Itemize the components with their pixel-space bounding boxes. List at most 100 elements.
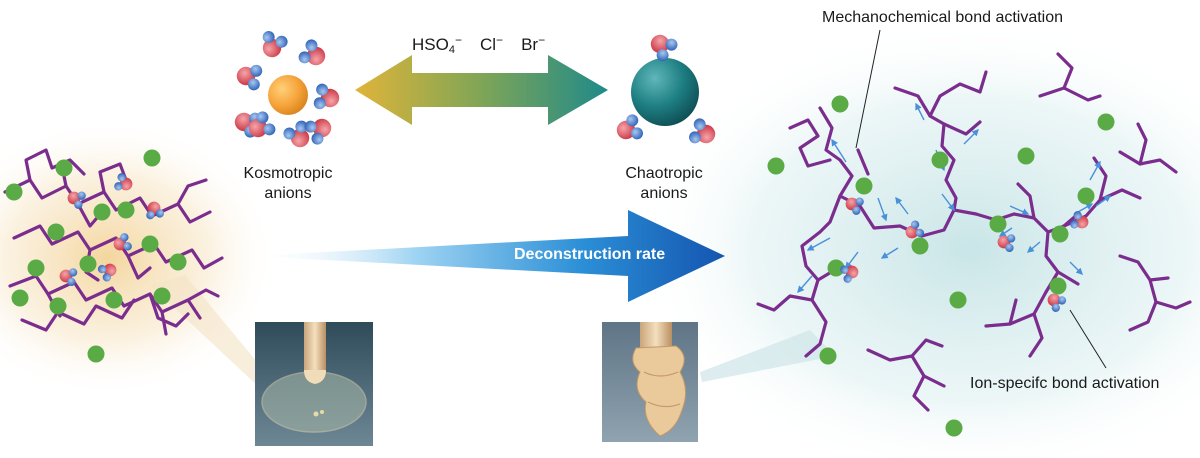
crosslinker-dot <box>1049 277 1067 295</box>
water-molecule <box>59 268 78 286</box>
water-molecule <box>905 220 925 239</box>
ion-specific-label: Ion-specifc bond activation <box>970 375 1160 392</box>
water-molecule <box>616 114 643 140</box>
crosslinker-dot <box>117 201 135 219</box>
crosslinker-dot <box>767 157 785 175</box>
crosslinker-dot <box>141 235 159 253</box>
crosslinker-dot <box>47 223 65 241</box>
water-molecule <box>146 201 164 220</box>
left-network-anions <box>59 173 164 286</box>
crosslinker-dot <box>1017 147 1035 165</box>
mechanochemical-label: Mechanochemical bond activation <box>822 9 1064 26</box>
force-arrow <box>915 102 925 121</box>
force-arrow <box>880 247 899 259</box>
ion-cl: Cl− <box>479 33 504 54</box>
crosslinker-dot <box>827 259 845 277</box>
crosslinker-dot <box>855 177 873 195</box>
water-molecule <box>283 120 310 148</box>
hofmeister-double-arrow <box>355 55 608 125</box>
right-zoom-cone <box>700 330 835 382</box>
crosslinker-dot <box>5 183 23 201</box>
crosslinker-dot <box>169 253 187 271</box>
water-molecule <box>114 173 133 191</box>
water-molecule <box>298 39 326 66</box>
chaotropic-label-line2: anions <box>640 185 688 202</box>
water-molecule <box>313 83 340 110</box>
force-arrow <box>845 251 859 270</box>
mechanical-force-arrows <box>797 102 1112 294</box>
right-crosslinkers <box>767 95 1115 437</box>
force-arrow <box>831 138 847 163</box>
crosslinker-dot <box>153 287 171 305</box>
chaotropic-label: Chaotropic anions <box>604 164 724 204</box>
kosmotropic-hydration-shell <box>234 31 340 148</box>
crosslinker-dot <box>1077 187 1095 205</box>
water-molecule <box>262 31 288 58</box>
crosslinker-dot <box>1051 225 1069 243</box>
force-arrow <box>998 227 1013 237</box>
crosslinker-dot <box>1097 113 1115 131</box>
force-arrow <box>797 275 813 294</box>
water-molecule <box>650 34 678 62</box>
water-molecule <box>1047 293 1067 312</box>
crosslinker-dot <box>87 345 105 363</box>
chaotropic-label-line1: Chaotropic <box>625 165 703 182</box>
chaotropic-hydration-shell <box>616 34 716 144</box>
water-molecule <box>248 111 276 138</box>
crosslinker-dot <box>911 237 929 255</box>
crosslinker-dot <box>105 291 123 309</box>
water-molecule <box>236 64 263 91</box>
right-photo <box>602 322 698 442</box>
left-crosslinkers <box>5 149 187 363</box>
deconstruction-rate-arrow <box>250 210 725 302</box>
right-polymer-network <box>756 52 1192 412</box>
left-polymer-network <box>3 148 224 336</box>
force-arrow <box>963 129 979 145</box>
force-arrow <box>941 193 955 212</box>
crosslinker-dot <box>931 151 949 169</box>
mech-callout-line <box>855 29 881 149</box>
ion-br: Br− <box>521 33 546 54</box>
water-molecule <box>304 118 332 145</box>
force-arrow <box>806 237 831 251</box>
crosslinker-dot <box>949 291 967 309</box>
deconstruction-rate-label: Deconstruction rate <box>514 246 666 263</box>
left-photo <box>255 322 373 446</box>
water-molecule <box>840 265 859 283</box>
ionspec-callout-line <box>1069 309 1107 369</box>
water-molecule <box>97 263 117 282</box>
right-network-anions <box>840 197 1089 312</box>
kosmotropic-label-line2: anions <box>264 185 312 202</box>
crosslinker-dot <box>989 215 1007 233</box>
water-molecule <box>67 191 86 209</box>
force-arrow <box>895 196 909 215</box>
crosslinker-dot <box>49 297 67 315</box>
crosslinker-dot <box>79 255 97 273</box>
crosslinker-dot <box>93 203 111 221</box>
chaotropic-anion-sphere <box>631 58 699 126</box>
crosslinker-dot <box>945 419 963 437</box>
water-molecule <box>113 233 132 251</box>
crosslinker-dot <box>143 149 161 167</box>
kosmotropic-label: Kosmotropic anions <box>228 164 348 204</box>
crosslinker-dot <box>55 159 73 177</box>
water-molecule <box>1070 211 1089 229</box>
force-arrow <box>1069 261 1083 275</box>
kosmotropic-anion-sphere <box>268 75 308 115</box>
force-arrow <box>1077 203 1094 213</box>
force-arrow <box>1026 241 1041 253</box>
crosslinker-dot <box>831 95 849 113</box>
water-molecule <box>689 118 716 144</box>
force-arrow <box>1009 205 1030 215</box>
crosslinker-dot <box>11 289 29 307</box>
water-molecule <box>845 197 864 215</box>
crosslinker-dot <box>27 259 45 277</box>
force-arrow <box>877 197 888 222</box>
kosmotropic-label-line1: Kosmotropic <box>243 165 333 182</box>
force-arrow <box>1089 160 1101 181</box>
force-arrow <box>1095 195 1112 207</box>
ion-series: HSO4− Cl− Br− <box>412 30 545 60</box>
ion-hso4: HSO4− <box>412 33 462 56</box>
